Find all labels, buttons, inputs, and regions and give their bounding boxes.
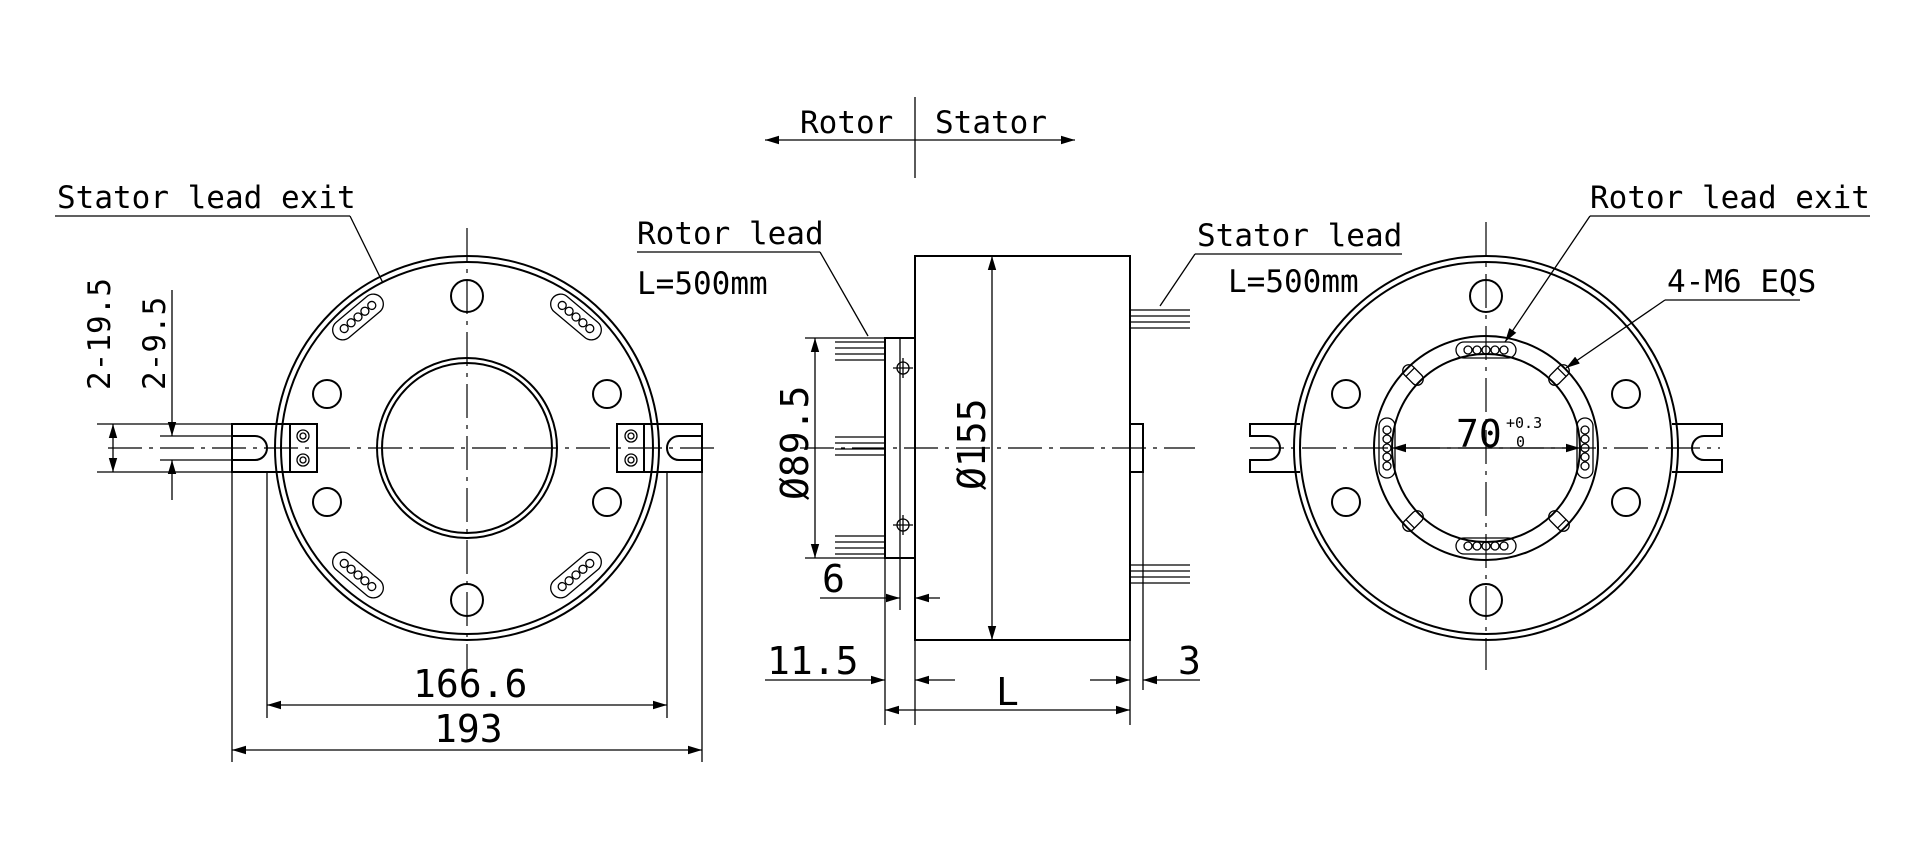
m6-thread-holes — [1402, 364, 1570, 532]
right-rotor-flange-outer-circle — [1373, 335, 1599, 561]
stator-side-tab — [1129, 423, 1144, 473]
right-end-view: 70 +0.3 0 Rotor lead exit 4-M6 EQS — [1249, 180, 1870, 670]
stator-lead-callout: Stator lead L=500mm — [1159, 218, 1402, 307]
stator-lead-exit-label: Stator lead exit — [57, 180, 356, 216]
rotor-lead-callout: Rotor lead L=500mm — [637, 216, 869, 337]
m6-eqs-label: 4-M6 EQS — [1667, 264, 1816, 300]
dim-3: 3 — [1090, 472, 1201, 690]
dim-3-label: 3 — [1178, 639, 1201, 683]
rotor-lead-label: Rotor lead — [637, 216, 824, 252]
dim-dia-89-5: Ø89.5 — [773, 337, 885, 559]
left-lead-exit-slots — [332, 293, 602, 599]
dim-L: L — [885, 640, 1131, 725]
rotor-flange-screws — [893, 358, 913, 535]
overall-width-dimensions: 166.6 193 — [231, 472, 703, 762]
dim-11-5-label: 11.5 — [767, 639, 859, 683]
left-outer-flange-circle — [274, 255, 660, 641]
stator-lead-length-label: L=500mm — [1228, 264, 1359, 300]
rotor-lead-wires — [835, 341, 885, 555]
rotor-lead-exit-callout: Rotor lead exit — [1504, 180, 1870, 343]
left-outer-rim-circle — [280, 261, 654, 635]
left-bore-inner-circle — [381, 362, 553, 534]
rotor-lead-length-label: L=500mm — [637, 266, 768, 302]
right-outer-flange-circle — [1293, 255, 1679, 641]
stator-lead-wires — [1130, 309, 1190, 584]
right-outer-rim-circle — [1299, 261, 1673, 635]
right-anti-rotation-tabs — [1249, 423, 1723, 473]
dim-dia-89-5-label: Ø89.5 — [773, 386, 817, 500]
tab-slot-dimensions: 2-19.5 2-9.5 — [82, 278, 232, 500]
dim-dia-155: Ø155 — [950, 256, 997, 640]
dim-2-9-5-label: 2-9.5 — [137, 297, 173, 390]
dim-L-label: L — [996, 670, 1019, 714]
dim-11-5: 11.5 — [765, 558, 955, 725]
dim-6-label: 6 — [822, 557, 845, 601]
dim-2-19-5-label: 2-19.5 — [82, 278, 118, 390]
left-anti-rotation-tab — [231, 423, 318, 473]
right-mounting-holes — [1331, 279, 1641, 617]
right-anti-rotation-tab — [616, 423, 703, 473]
left-bore-outer-circle — [376, 357, 558, 539]
dim-dia-155-label: Ø155 — [950, 398, 994, 490]
m6-eqs-callout: 4-M6 EQS — [1565, 264, 1816, 369]
side-view: Rotor lead L=500mm Stator lead L=500mm Ø… — [637, 216, 1402, 725]
rotor-direction-label: Rotor — [800, 105, 893, 141]
left-end-view: Stator lead exit 2-19.5 2-9.5 166.6 193 — [55, 180, 715, 762]
stator-direction-label: Stator — [935, 105, 1047, 141]
dim-166-6-label: 166.6 — [413, 662, 527, 706]
stator-lead-label: Stator lead — [1197, 218, 1402, 254]
bore-dia-label: 70 — [1456, 412, 1502, 456]
rotor-lead-exit-label: Rotor lead exit — [1590, 180, 1870, 216]
dim-6: 6 — [820, 557, 940, 610]
left-mounting-holes — [312, 279, 622, 617]
bore-tol-lower: 0 — [1516, 433, 1525, 451]
stator-lead-exit-callout: Stator lead exit — [55, 180, 384, 284]
right-lead-exit-slots — [1378, 341, 1594, 555]
dim-193-label: 193 — [434, 707, 503, 751]
bore-dia-70-dimension: 70 +0.3 0 — [1392, 412, 1580, 456]
rotor-stator-direction-indicator: Rotor Stator — [765, 97, 1075, 178]
bore-tol-upper: +0.3 — [1506, 414, 1542, 432]
